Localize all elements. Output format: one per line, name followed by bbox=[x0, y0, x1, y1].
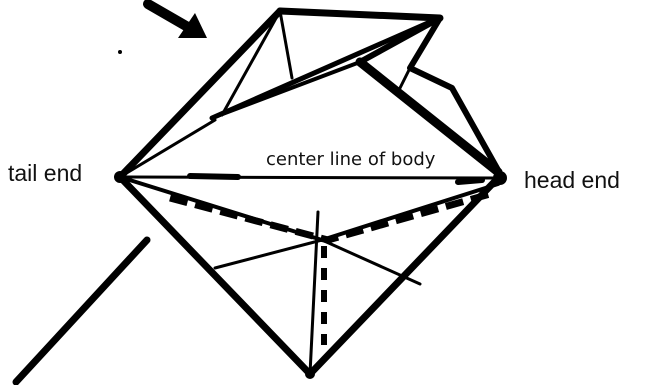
pointer-line bbox=[16, 240, 147, 382]
speck-mark bbox=[118, 50, 122, 54]
head-end-label: head end bbox=[524, 169, 620, 192]
figure-outline bbox=[120, 11, 498, 374]
bottom-point bbox=[305, 369, 315, 379]
head-end-point bbox=[493, 171, 507, 185]
center-line-label: center line of body bbox=[266, 148, 436, 172]
tail-end-point bbox=[114, 171, 126, 183]
fold-lines bbox=[120, 11, 498, 374]
tail-end-label: tail end bbox=[8, 162, 82, 185]
top-arrow bbox=[148, 4, 207, 38]
